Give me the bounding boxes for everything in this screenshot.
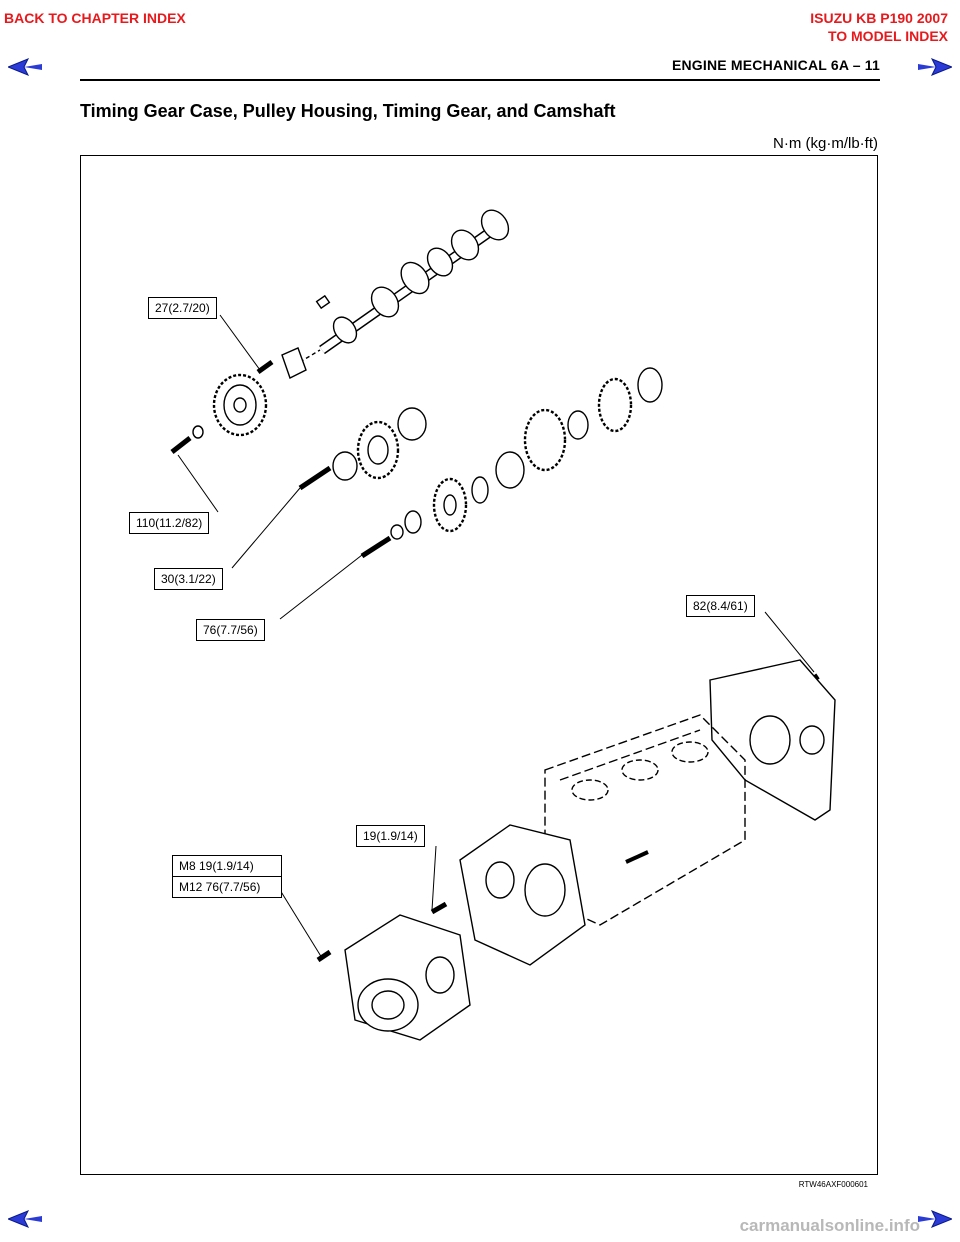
torque-label-case-bolt: 19(1.9/14) xyxy=(356,825,425,847)
thrust-plate-drawing xyxy=(281,347,307,379)
torque-unit-label: N·m (kg·m/lb·ft) xyxy=(773,135,878,152)
figure-code: RTW46AXF000601 xyxy=(798,1180,868,1189)
idler-gear-drawing xyxy=(332,407,427,481)
page-title: Timing Gear Case, Pulley Housing, Timing… xyxy=(80,101,616,121)
torque-label-cam-gear-bolt: 27(2.7/20) xyxy=(148,297,217,319)
model-title-link[interactable]: ISUZU KB P190 2007 xyxy=(810,10,948,26)
torque-label-idler-gear-bolt: 30(3.1/22) xyxy=(154,568,223,590)
timing-gear-case-drawing xyxy=(459,824,586,966)
torque-label-m12: M12 76(7.7/56) xyxy=(172,876,282,898)
leader-lines xyxy=(177,314,815,959)
torque-label-m8: M8 19(1.9/14) xyxy=(172,855,282,877)
crankshaft-gear-drawings xyxy=(390,367,663,540)
exploded-diagram-frame xyxy=(80,155,878,1175)
next-page-arrow-icon[interactable] xyxy=(918,58,952,76)
section-header: ENGINE MECHANICAL 6A – 11 xyxy=(671,57,880,73)
camshaft-gear-drawing xyxy=(212,373,268,437)
watermark: carmanualsonline.info xyxy=(739,1216,920,1235)
torque-label-idler-bolt: 110(11.2/82) xyxy=(129,512,210,534)
bolt-drawings xyxy=(170,359,820,963)
back-to-chapter-index-link[interactable]: BACK TO CHAPTER INDEX xyxy=(4,10,186,26)
rear-plate-drawing xyxy=(709,659,836,821)
previous-page-arrow-bottom-icon[interactable] xyxy=(8,1210,42,1228)
previous-page-arrow-icon[interactable] xyxy=(8,58,42,76)
to-model-index-link[interactable]: TO MODEL INDEX xyxy=(827,28,948,44)
next-page-arrow-bottom-icon[interactable] xyxy=(918,1210,952,1228)
torque-label-rear-plate-bolt: 82(8.4/61) xyxy=(686,595,755,617)
header-rule xyxy=(80,79,880,81)
torque-label-crank-gear-bolt: 76(7.7/56) xyxy=(196,619,265,641)
camshaft-drawing xyxy=(299,209,510,363)
